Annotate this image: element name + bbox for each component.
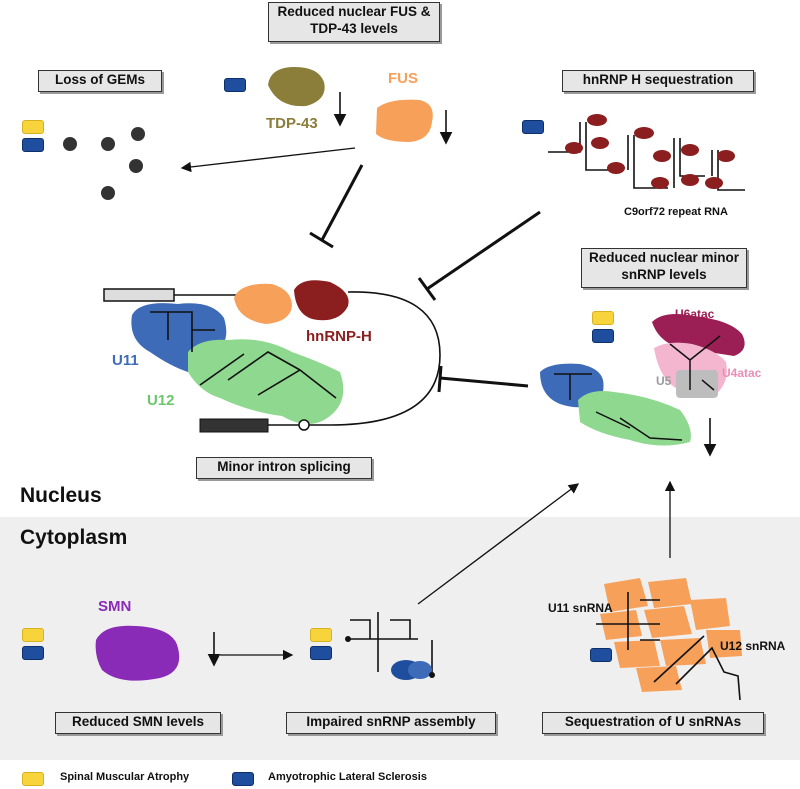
als-marker bbox=[22, 646, 44, 660]
tdp43-protein bbox=[268, 66, 325, 107]
sma-marker bbox=[592, 311, 614, 325]
sma-marker bbox=[22, 120, 44, 134]
sma-marker bbox=[310, 628, 332, 642]
sma-marker bbox=[22, 628, 44, 642]
exon-downstream bbox=[199, 418, 269, 433]
label-hnrnp-h: hnRNP-H bbox=[306, 328, 372, 345]
smn-protein bbox=[95, 625, 180, 681]
als-marker bbox=[592, 329, 614, 343]
legend-als-swatch bbox=[232, 772, 254, 786]
u12-snrnp bbox=[188, 339, 344, 424]
label-tdp43: TDP-43 bbox=[266, 115, 318, 132]
box-minor-intron-splicing: Minor intron splicing bbox=[196, 457, 372, 479]
box-sequestration-u-snrnas: Sequestration of U snRNAs bbox=[542, 712, 764, 734]
box-reduced-smn: Reduced SMN levels bbox=[55, 712, 221, 734]
hnrnp-h-dots bbox=[565, 114, 735, 189]
label-u4atac: U4atac bbox=[722, 366, 762, 380]
label-u11: U11 bbox=[112, 352, 139, 369]
box-impaired-snrnp-assembly: Impaired snRNP assembly bbox=[286, 712, 496, 734]
legend-als-label: Amyotrophic Lateral Sclerosis bbox=[268, 771, 427, 783]
exon-upstream bbox=[103, 288, 175, 302]
label-c9orf72: C9orf72 repeat RNA bbox=[624, 206, 728, 218]
fus-protein bbox=[376, 99, 433, 142]
als-marker bbox=[522, 120, 544, 134]
fus-bound bbox=[234, 283, 292, 324]
label-u12: U12 bbox=[147, 392, 175, 409]
box-reduced-nuclear-fus-tdp43: Reduced nuclear FUS & TDP-43 levels bbox=[268, 2, 440, 42]
label-u11-snrna: U11 snRNA bbox=[548, 601, 613, 615]
u-snrna-cluster bbox=[600, 578, 742, 692]
u5 bbox=[676, 370, 718, 398]
als-marker bbox=[590, 648, 612, 662]
box-loss-of-gems: Loss of GEMs bbox=[38, 70, 162, 92]
label-cytoplasm: Cytoplasm bbox=[20, 526, 128, 549]
intron-loop bbox=[329, 291, 441, 426]
legend-sma-label: Spinal Muscular Atrophy bbox=[60, 771, 190, 783]
legend-sma-swatch bbox=[22, 772, 44, 786]
hnrnp-h-bound bbox=[294, 280, 349, 321]
label-fus: FUS bbox=[388, 70, 418, 87]
box-hnrnp-h-sequestration: hnRNP H sequestration bbox=[562, 70, 754, 92]
label-u5: U5 bbox=[656, 374, 672, 388]
gems bbox=[63, 127, 145, 200]
als-marker bbox=[22, 138, 44, 152]
label-smn: SMN bbox=[98, 598, 132, 615]
label-nucleus: Nucleus bbox=[20, 484, 102, 507]
u12-minor bbox=[578, 391, 691, 446]
als-marker bbox=[224, 78, 246, 92]
label-u6atac: U6atac bbox=[675, 307, 715, 321]
label-u12-snrna: U12 snRNA bbox=[720, 639, 786, 653]
als-marker bbox=[310, 646, 332, 660]
box-reduced-minor-snrnp: Reduced nuclear minor snRNP levels bbox=[581, 248, 747, 288]
